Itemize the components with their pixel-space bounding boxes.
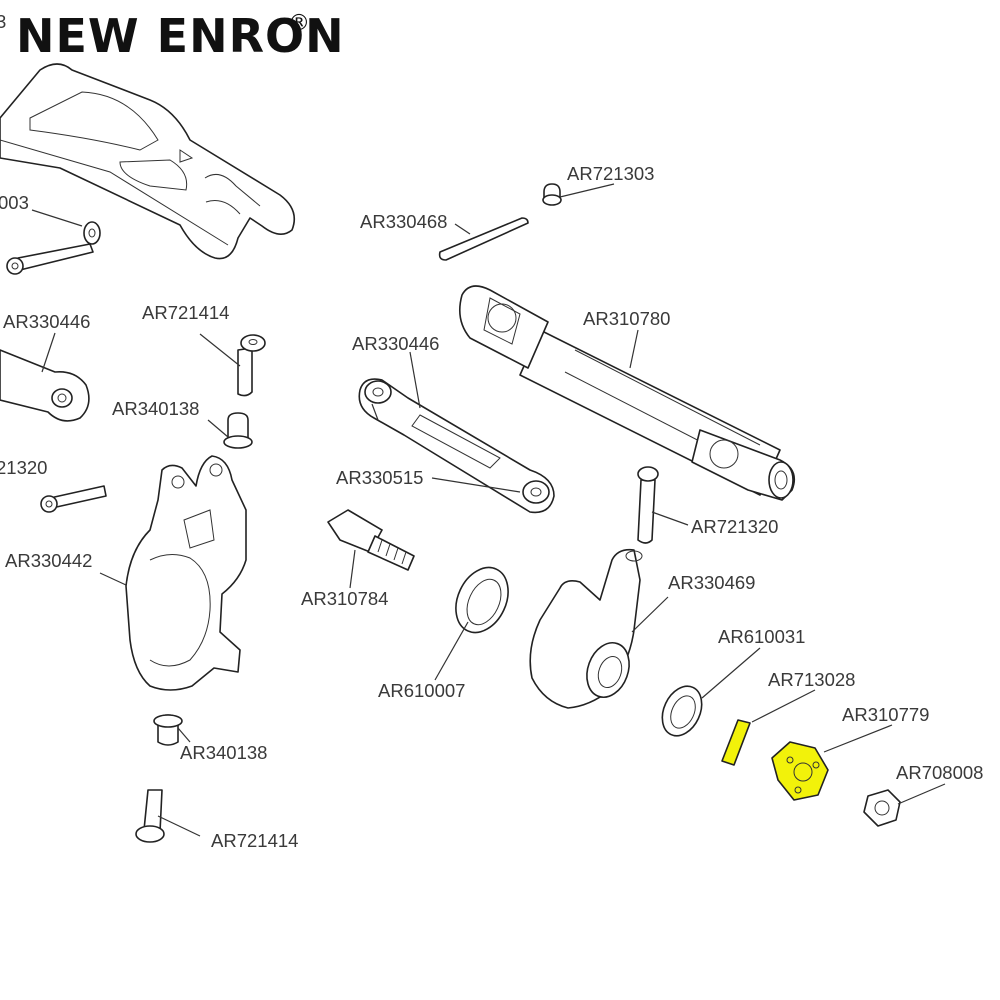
- label-ar708008: AR708008: [896, 762, 983, 783]
- leader-lines: [31, 183, 946, 837]
- label-ar310780: AR310780: [583, 308, 670, 329]
- label-ar721320: AR721320: [691, 516, 778, 537]
- brand-fragment: 3: [0, 11, 6, 32]
- label-ar330446-left: AR330446: [3, 311, 90, 332]
- bushing-ar721303: [542, 183, 562, 206]
- label-ar310779: AR310779: [842, 704, 929, 725]
- brand-registered-mark: ®: [288, 11, 310, 36]
- knuckle-ar330442: [125, 455, 247, 691]
- label-ar340138-top: AR340138: [112, 398, 199, 419]
- label-ar330469: AR330469: [668, 572, 755, 593]
- label-ar721414-bottom: AR721414: [211, 830, 298, 851]
- label-ar610007: AR610007: [378, 680, 465, 701]
- turnbuckle-link: [358, 378, 555, 514]
- label-ar721414-top: AR721414: [142, 302, 229, 323]
- part-labels: AR721303 AR330468 003 AR330446 AR721414 …: [0, 163, 983, 851]
- label-ar310784: AR310784: [301, 588, 388, 609]
- bushing-ar340138-top: [223, 412, 253, 449]
- label-fragment-21320: 21320: [0, 457, 47, 478]
- screw-ar721414-top: [237, 334, 266, 397]
- washer-left: [83, 221, 101, 245]
- bearing-ar610031: [661, 685, 703, 737]
- label-ar330468: AR330468: [360, 211, 447, 232]
- screw-ar721414-bottom: [135, 789, 165, 843]
- stub-axle-ar310784: [327, 509, 415, 571]
- label-ar330515: AR330515: [336, 467, 423, 488]
- hub-carrier-ar330469: [529, 548, 643, 709]
- label-ar713028: AR713028: [768, 669, 855, 690]
- pin-ar713028: [721, 719, 751, 766]
- screw-ar721320: [637, 466, 659, 544]
- nut-ar708008: [863, 789, 901, 827]
- label-ar610031: AR610031: [718, 626, 805, 647]
- label-ar340138-bottom: AR340138: [180, 742, 267, 763]
- label-ar721303: AR721303: [567, 163, 654, 184]
- label-ar330446-mid: AR330446: [352, 333, 439, 354]
- suspension-arm: [0, 63, 296, 260]
- bearing-ar610007: [455, 566, 509, 634]
- linkage-left: [0, 349, 90, 422]
- hex-hub-ar310779: [771, 741, 829, 801]
- pin-ar330468: [438, 217, 529, 261]
- label-fragment-003: 003: [0, 192, 29, 213]
- screw-left-long: [40, 485, 107, 513]
- drive-shaft-ar310780: [459, 285, 796, 501]
- label-ar330442: AR330442: [5, 550, 92, 571]
- brand-logo: NEW ENRON: [16, 9, 345, 63]
- screw-left: [6, 243, 94, 275]
- bushing-ar340138-bottom: [153, 714, 183, 746]
